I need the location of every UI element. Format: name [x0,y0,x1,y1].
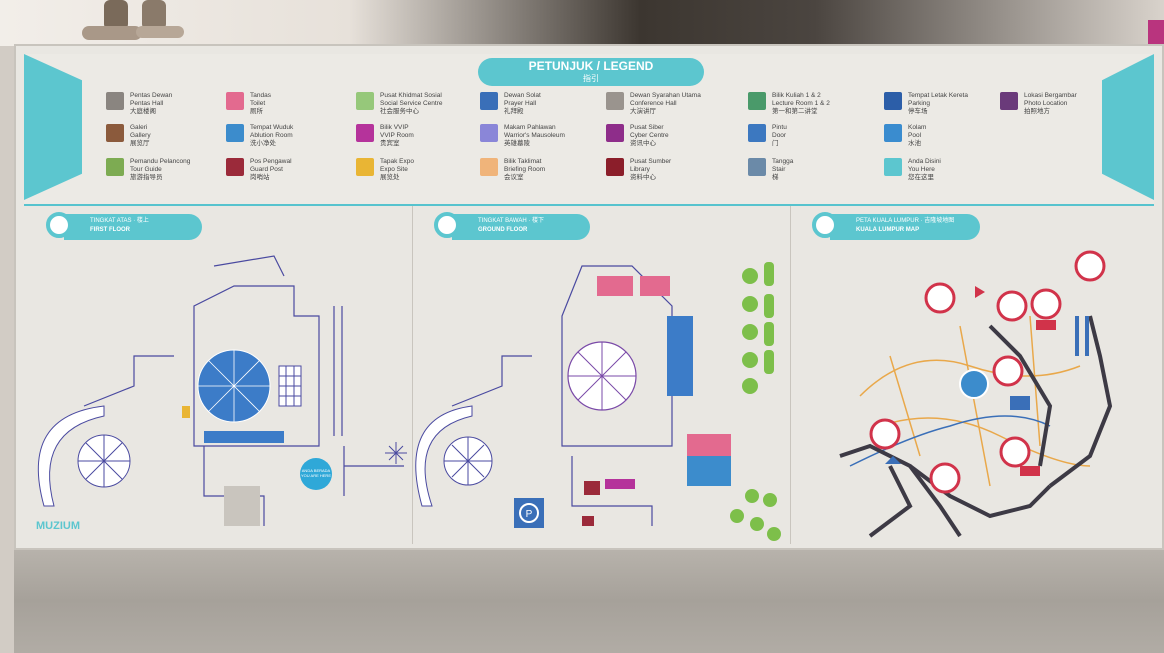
kl-map-header: PETA KUALA LUMPUR · 吉隆坡地图 KUALA LUMPUR M… [812,212,980,240]
small-star [78,435,130,487]
svg-text:YOU ARE HERE: YOU ARE HERE [301,473,331,478]
hall-icon [106,92,124,110]
guide-icon [106,158,124,176]
prayer-icon [480,92,498,110]
library-icon [606,158,624,176]
briefing-icon [480,158,498,176]
kl-map [839,250,1113,538]
guard-icon [226,158,244,176]
pedestal [14,548,1164,653]
legend-tab-right [1102,54,1154,200]
expo-icon [356,158,374,176]
conference-icon [606,92,624,110]
svg-text:P: P [526,509,533,520]
person-legs [82,0,192,44]
location-pin-icon [884,158,902,176]
small-flower-first [385,442,407,464]
gallery-icon [106,124,124,142]
lecture-icon [748,92,766,110]
first-floor-header: TINGKAT ATAS · 楼上 FIRST FLOOR [46,212,202,240]
camera-icon [1000,92,1018,110]
first-floor-plan: ANDA BERADA YOU ARE HERE [37,255,407,526]
floor-left [0,46,14,653]
social-icon [356,92,374,110]
floor-tile [0,0,1164,46]
legend-title: PETUNJUK / LEGEND 指引 [478,58,704,86]
vvip-icon [356,124,374,142]
svg-text:ANDA BERADA: ANDA BERADA [302,468,331,473]
ground-floor-header: TINGKAT BAWAH · 楼下 GROUND FLOOR [434,212,590,240]
ground-floor-panel: TINGKAT BAWAH · 楼下 GROUND FLOOR P [412,206,791,544]
mausoleum-icon [480,124,498,142]
cyber-icon [606,124,624,142]
stair-icon [748,158,766,176]
kl-pins [869,250,1106,494]
first-floor-panel: TINGKAT ATAS · 楼上 FIRST FLOOR [24,206,413,544]
museum-logo: MUZIUM [36,520,80,532]
parking-icon [884,92,902,110]
toilet-icon [226,92,244,110]
pool-icon [884,124,902,142]
ground-floor-plan: P [415,262,781,541]
kl-map-panel: PETA KUALA LUMPUR · 吉隆坡地图 KUALA LUMPUR M… [790,206,1154,544]
ablution-icon [226,124,244,142]
legend-tab-left [24,54,82,200]
you-are-here-marker [300,458,332,490]
door-icon [748,124,766,142]
